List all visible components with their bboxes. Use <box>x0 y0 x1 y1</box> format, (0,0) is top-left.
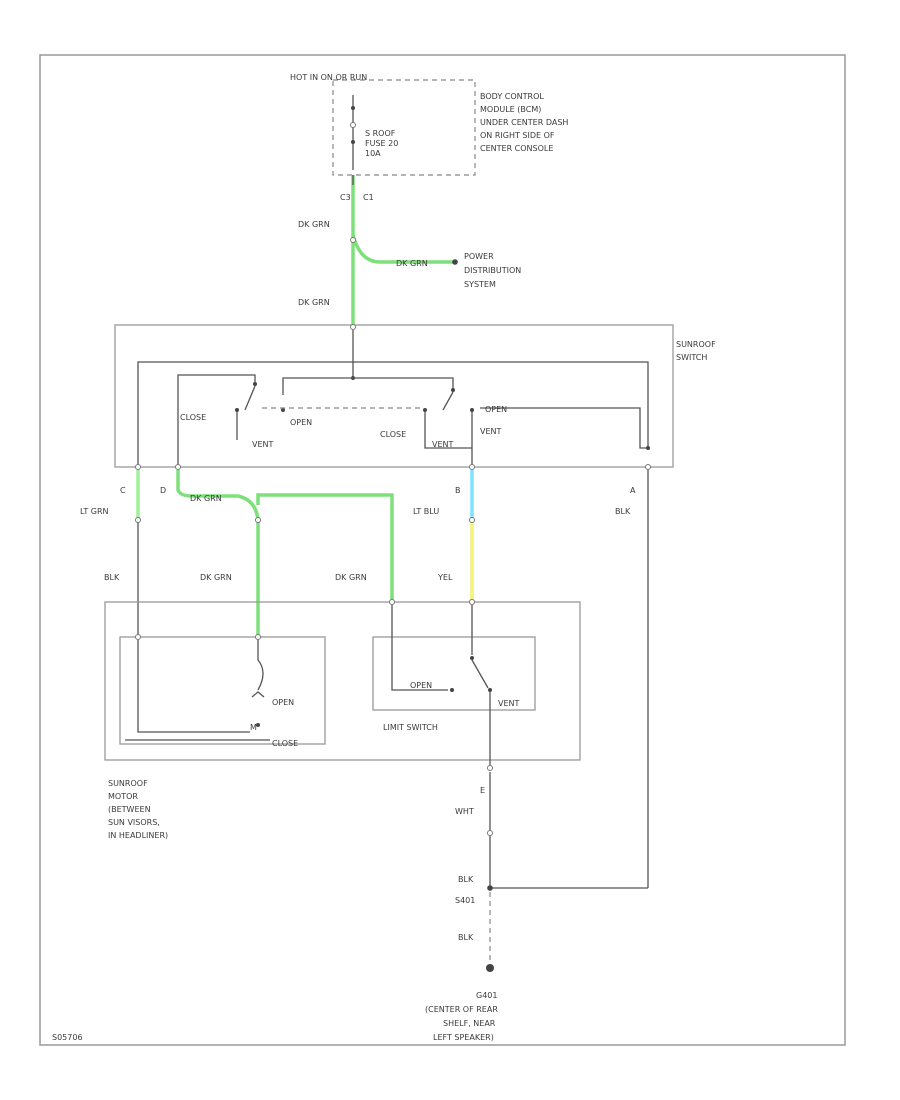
wire-label-lt-grn: LT GRN <box>80 507 109 516</box>
bcm-label-5: CENTER CONSOLE <box>480 144 553 153</box>
sunroof-switch-label-2: SWITCH <box>676 353 707 362</box>
s401-label: S401 <box>455 896 475 905</box>
power-dist-3: SYSTEM <box>464 280 496 289</box>
wire-label-wht: WHT <box>455 807 474 816</box>
ground-label-2: (CENTER OF REAR <box>425 1005 498 1014</box>
pin-a: A <box>630 486 636 495</box>
wire-label-dk-grn-m1: DK GRN <box>200 573 232 582</box>
motor-label-2: MOTOR <box>108 792 138 801</box>
power-dist-2: DISTRIBUTION <box>464 266 521 275</box>
switch-vent: VENT <box>480 427 502 436</box>
switch-close-2: CLOSE <box>380 430 406 439</box>
dk-grn-motor-wire <box>176 470 260 635</box>
fuse-label-1: S ROOF <box>365 129 396 138</box>
bcm-label-2: MODULE (BCM) <box>480 105 541 114</box>
pin-b: B <box>455 486 461 495</box>
ground-label-1: G401 <box>476 991 497 1000</box>
connector-c1: C1 <box>363 193 374 202</box>
sunroof-motor-assembly: M OPEN CLOSE OPEN VENT LIMIT SWITCH <box>104 599 581 765</box>
limit-vent: VENT <box>498 699 520 708</box>
motor-label-4: SUN VISORS, <box>108 818 160 827</box>
motor-label-3: (BETWEEN <box>108 805 151 814</box>
motor-close: CLOSE <box>272 739 298 748</box>
switch-vent-lab2: VENT <box>432 440 454 449</box>
pin-e: E <box>480 786 485 795</box>
switch-open-2: OPEN <box>485 405 507 414</box>
wire-label-blk-g2: BLK <box>458 933 474 942</box>
connector-c3: C3 <box>340 193 351 202</box>
limit-switch-label: LIMIT SWITCH <box>383 723 438 732</box>
ground-label-4: LEFT SPEAKER) <box>433 1033 494 1042</box>
wire-label-yel: YEL <box>437 573 453 582</box>
bcm-label-4: ON RIGHT SIDE OF <box>480 131 555 140</box>
wire-label-dk-grn-d: DK GRN <box>190 494 222 503</box>
motor-label-5: IN HEADLINER) <box>108 831 168 840</box>
bcm-label-1: BODY CONTROL <box>480 92 544 101</box>
motor-m: M <box>250 723 257 732</box>
switch-vent-lab: VENT <box>252 440 274 449</box>
motor-open: OPEN <box>272 698 294 707</box>
switch-close-1: CLOSE <box>180 413 206 422</box>
wire-label-lt-blu: LT BLU <box>413 507 439 516</box>
dk-grn-feed-wire <box>350 175 458 325</box>
switch-open: OPEN <box>290 418 312 427</box>
outer-frame <box>39 54 846 1046</box>
figure-code: S05706 <box>52 1033 83 1042</box>
wire-label-blk-a: BLK <box>615 507 631 516</box>
wire-label-dk-grn-m2: DK GRN <box>335 573 367 582</box>
ground-label-3: SHELF, NEAR <box>443 1019 496 1028</box>
fuse-label-3: 10A <box>365 149 381 158</box>
wire-label-blk-g1: BLK <box>458 875 474 884</box>
power-dist-1: POWER <box>464 252 494 261</box>
motor-label-1: SUNROOF <box>108 779 148 788</box>
pin-d: D <box>160 486 166 495</box>
sunroof-switch: CLOSE OPEN CLOSE VENT OPEN VENT VENT SUN… <box>114 324 716 470</box>
wire-label-dk-grn-2: DK GRN <box>298 298 330 307</box>
hot-label: HOT IN ON OR RUN <box>290 73 367 82</box>
fuse-label-2: FUSE 20 <box>365 139 398 148</box>
dk-grn-limit-wire <box>256 493 394 600</box>
sunroof-switch-label-1: SUNROOF <box>676 340 716 349</box>
ground-path: E WHT BLK S401 BLK <box>455 765 648 972</box>
limit-open: OPEN <box>410 681 432 690</box>
pin-c: C <box>120 486 126 495</box>
wire-label-blk-left: BLK <box>104 573 120 582</box>
bcm-label-3: UNDER CENTER DASH <box>480 118 568 127</box>
bcm-box: HOT IN ON OR RUN S ROOF FUSE 20 10A BODY… <box>290 73 568 176</box>
wire-label-dk-grn-pd: DK GRN <box>396 259 428 268</box>
wire-label-dk-grn-1: DK GRN <box>298 220 330 229</box>
